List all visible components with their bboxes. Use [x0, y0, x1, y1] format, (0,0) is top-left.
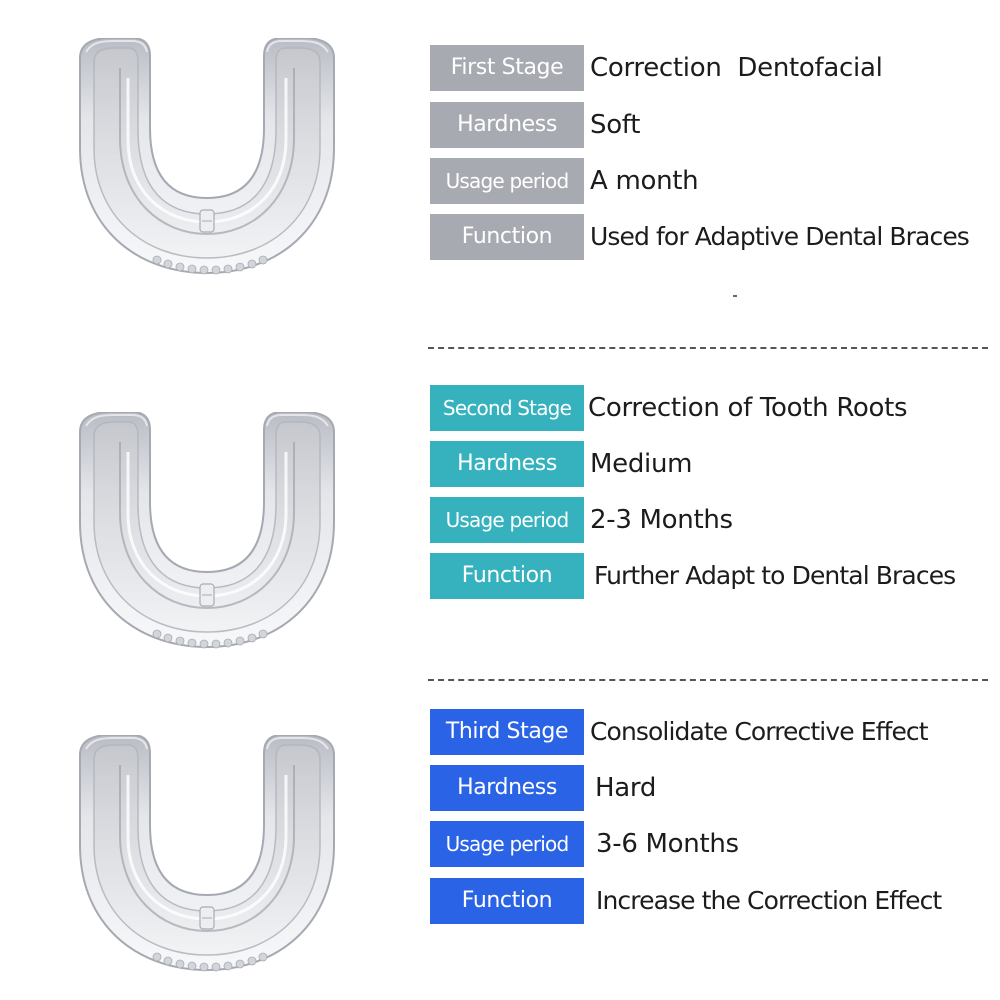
- usage-row: Usage period 2-3 Months: [430, 497, 1000, 543]
- stage-value: Consolidate Corrective Effect: [590, 717, 929, 746]
- hardness-row: Hardness Hard: [430, 765, 1000, 811]
- stage-row: Second Stage Correction of Tooth Roots: [430, 385, 1000, 431]
- hardness-value: Medium: [590, 449, 693, 479]
- hardness-tag: Hardness: [430, 765, 584, 811]
- stage-2-section: Second Stage Correction of Tooth Roots H…: [0, 340, 1000, 650]
- function-value: Used for Adaptive Dental Braces: [590, 222, 970, 251]
- stage-tag: First Stage: [430, 45, 584, 91]
- usage-value: 2-3 Months: [590, 505, 733, 535]
- hardness-tag: Hardness: [430, 102, 584, 148]
- section-divider: [428, 679, 988, 681]
- usage-tag: Usage period: [430, 497, 584, 543]
- function-row: Function Used for Adaptive Dental Braces: [430, 214, 1000, 260]
- stage-value: Correction Dentofacial: [590, 53, 883, 83]
- hardness-value: Hard: [595, 773, 657, 803]
- function-tag: Function: [430, 878, 584, 924]
- tray-soft-image: [78, 38, 336, 276]
- usage-row: Usage period A month: [430, 158, 1000, 204]
- hardness-row: Hardness Soft: [430, 102, 1000, 148]
- function-value: Increase the Correction Effect: [596, 886, 942, 915]
- function-row: Function Increase the Correction Effect: [430, 878, 1000, 924]
- function-tag: Function: [430, 214, 584, 260]
- function-tag: Function: [430, 553, 584, 599]
- usage-row: Usage period 3-6 Months: [430, 821, 1000, 867]
- function-value: Further Adapt to Dental Braces: [594, 561, 956, 590]
- tray-hard-image: [78, 735, 336, 973]
- usage-value: A month: [590, 166, 699, 196]
- function-row: Function Further Adapt to Dental Braces: [430, 553, 1000, 599]
- usage-tag: Usage period: [430, 158, 584, 204]
- hardness-tag: Hardness: [430, 441, 584, 487]
- usage-tag: Usage period: [430, 821, 584, 867]
- stage-3-section: Third Stage Consolidate Corrective Effec…: [0, 665, 1000, 973]
- stage-row: Third Stage Consolidate Corrective Effec…: [430, 709, 1000, 755]
- hardness-value: Soft: [590, 110, 641, 140]
- stage-tag: Second Stage: [430, 385, 584, 431]
- stage-value: Correction of Tooth Roots: [588, 393, 908, 423]
- stage-1-section: First Stage Correction Dentofacial Hardn…: [0, 0, 1000, 300]
- stage-tag: Third Stage: [430, 709, 584, 755]
- tray-medium-image: [78, 412, 336, 650]
- stage-row: First Stage Correction Dentofacial: [430, 45, 1000, 91]
- stray-dot: [733, 295, 737, 297]
- hardness-row: Hardness Medium: [430, 441, 1000, 487]
- section-divider: [428, 347, 988, 349]
- usage-value: 3-6 Months: [596, 829, 739, 859]
